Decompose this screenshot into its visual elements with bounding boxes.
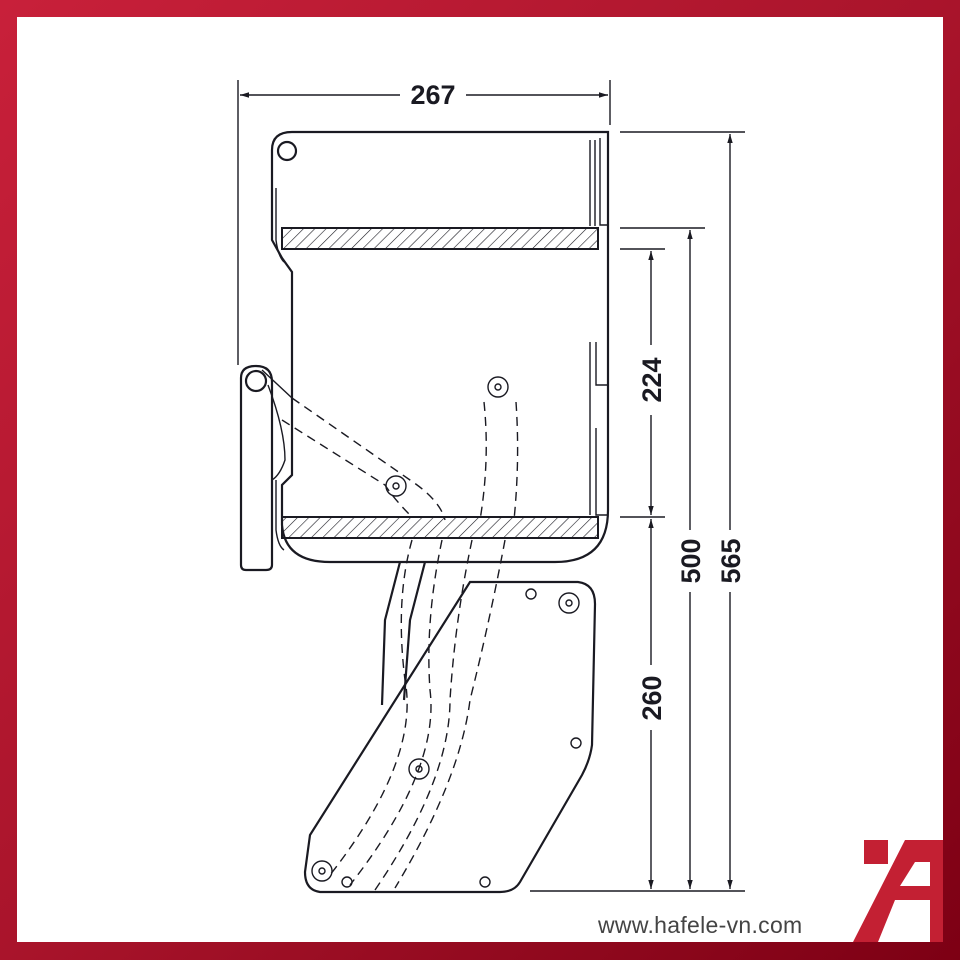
handle xyxy=(239,364,293,572)
dim-width-label: 267 xyxy=(410,80,455,110)
dim-total-height-label: 565 xyxy=(716,538,746,583)
dim-mid-height-label: 500 xyxy=(676,538,706,583)
dim-shelf-gap-label: 224 xyxy=(637,357,667,402)
lower-shelf xyxy=(281,516,599,539)
lower-bracket xyxy=(303,561,597,894)
website-url: www.hafele-vn.com xyxy=(598,912,803,938)
drawing-area xyxy=(17,17,943,942)
upper-shelf xyxy=(281,227,599,250)
mechanism-hidden-lines xyxy=(281,376,519,891)
hafele-logo xyxy=(853,840,943,942)
pivot-hole xyxy=(276,140,298,162)
dim-lower-height-label: 260 xyxy=(637,675,667,720)
basket xyxy=(270,130,610,564)
dimension-lines xyxy=(237,80,745,892)
